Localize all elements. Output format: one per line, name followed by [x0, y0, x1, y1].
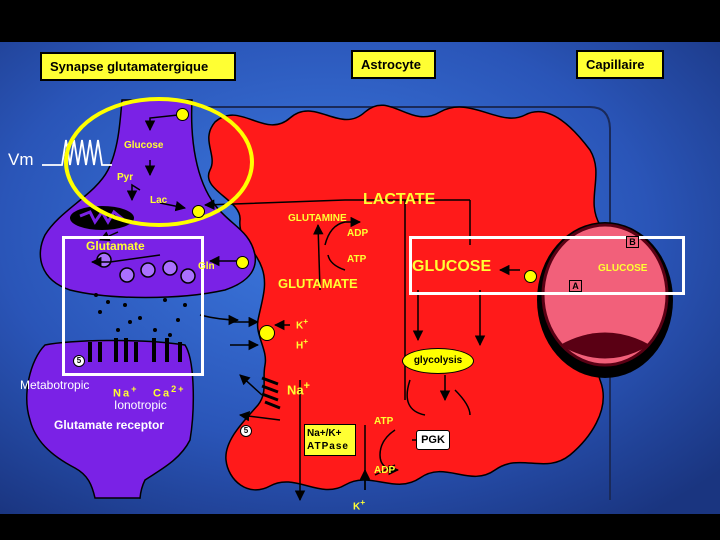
- transporter-dot-glucose: [524, 270, 537, 283]
- bottom-band: [0, 514, 720, 540]
- glutamate-dots: [94, 293, 187, 337]
- transporter-dot-glutamate: [259, 325, 275, 341]
- neuron-gln-label: Gln: [198, 261, 215, 272]
- title-capillaire: Capillaire: [576, 50, 664, 79]
- na-ion-label: Na+: [113, 384, 139, 400]
- glutamate-astro-label: GLUTAMATE: [278, 276, 358, 291]
- title-synapse: Synapse glutamatergique: [40, 52, 236, 81]
- glutamine-label: GLUTAMINE: [288, 213, 347, 224]
- transporter-lines: [261, 376, 281, 410]
- glycolysis-pill: glycolysis: [402, 348, 474, 374]
- transporter-dot-gln: [236, 256, 249, 269]
- neuron-lac-label: Lac: [150, 195, 168, 206]
- title-astrocyte: Astrocyte: [351, 50, 436, 79]
- neuron-glucose-label: Glucose: [124, 140, 164, 151]
- transporter-dot-lac: [192, 205, 205, 218]
- adp-top-label: ADP: [347, 228, 369, 239]
- highlight-frame-glucose: [409, 236, 685, 295]
- capillary-glucose-label: GLUCOSE: [598, 263, 648, 274]
- na-astro-label: Na+: [287, 380, 310, 398]
- receptor-marker-neuron: 5: [73, 355, 85, 367]
- adp-bottom-label: ADP: [374, 465, 396, 476]
- atp-bottom-label: ATP: [374, 416, 394, 427]
- highlight-ellipse: [64, 97, 254, 227]
- ionotropic-label: Ionotropic: [114, 398, 167, 412]
- capillary-outline: [200, 106, 611, 500]
- neuron-glutamate-label: Glutamate: [86, 239, 145, 253]
- receptor-marker-astro: 5: [240, 425, 252, 437]
- k-bottom-label: K+: [353, 497, 366, 513]
- ca-ion-label: Ca2+: [153, 384, 186, 400]
- atpase-line1: Na+/K+: [307, 428, 342, 439]
- atp-top-label: ATP: [347, 254, 367, 265]
- receptor-channels: [88, 338, 182, 362]
- postsynaptic-neuron: [26, 339, 195, 499]
- capillary-marker-b: B: [626, 236, 639, 248]
- lactate-label: LACTATE: [363, 191, 436, 208]
- vm-label: Vm: [8, 150, 34, 169]
- atpase-line2: ATPase: [307, 441, 349, 452]
- pgk-box: PGK: [416, 430, 450, 450]
- highlight-frame-synapse: [62, 236, 204, 376]
- glutamate-receptor-label: Glutamate receptor: [54, 418, 165, 432]
- metabotropic-label: Metabotropic: [20, 378, 90, 392]
- transporter-dot-top: [176, 108, 189, 121]
- capillary-lumen: [541, 223, 669, 367]
- na-k-atpase-box: Na+/K+ ATPase: [304, 424, 356, 456]
- top-band: [0, 0, 720, 42]
- k-ion-label: K+: [296, 316, 309, 332]
- capillary-marker-a: A: [569, 280, 582, 292]
- glucose-astro-label: GLUCOSE: [412, 258, 492, 275]
- capillary-endothelium: [560, 332, 650, 359]
- h-ion-label: H+: [296, 336, 309, 352]
- neuron-pyr-label: Pyr: [117, 172, 134, 183]
